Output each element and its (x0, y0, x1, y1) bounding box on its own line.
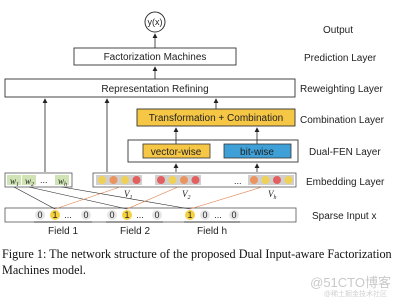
vector-wise-label: vector-wise (151, 147, 202, 158)
embedding-dot (284, 176, 293, 184)
figure-caption: Figure 1: The network structure of the p… (2, 247, 392, 277)
sparse-inactive-cell (81, 210, 91, 220)
sparse-inactive-cell (200, 210, 210, 220)
embedding-dot (132, 176, 141, 184)
embedding-dot (191, 176, 200, 184)
conn-f1-v1 (54, 186, 121, 210)
sparse-cells (35, 210, 239, 220)
sparse-g1-c: 0 (83, 210, 88, 220)
layer-combination-label: Combination Layer (300, 115, 385, 126)
sparse-g3-a: 1 (187, 210, 192, 220)
sparse-g1-a: 0 (37, 210, 42, 220)
embedding-cells (96, 175, 294, 185)
weight-cell-2 (22, 175, 36, 185)
embedding-group-3 (248, 175, 294, 185)
output-node (144, 11, 166, 33)
sparse-g2-a: 0 (109, 210, 114, 220)
embedding-dot (98, 176, 106, 184)
embedding-group-1 (96, 175, 142, 185)
layer-prediction-label: Prediction Layer (304, 53, 377, 64)
watermark-secondary: @稀土掘金技术社区 (323, 291, 387, 298)
layer-embedding-label: Embedding Layer (306, 177, 385, 188)
sparse-inactive-cell (107, 210, 117, 220)
embedding-dot (250, 176, 258, 184)
sparse-g3-dots: ... (214, 210, 222, 220)
embedding-dot (121, 176, 129, 184)
field-h-label: Field h (197, 226, 227, 237)
sparse-g3-c: 0 (231, 210, 236, 220)
refining-box-label: Representation Refining (101, 84, 208, 95)
weight-w2: w2 (25, 176, 34, 188)
sparse-container (4, 207, 297, 223)
bit-wise-box (223, 143, 292, 159)
sparse-inactive-cell (229, 210, 239, 220)
embedding-dot (157, 176, 165, 184)
layer-dualfen-label: Dual-FEN Layer (309, 147, 381, 158)
sparse-inactive-cell (35, 210, 45, 220)
watermark: @51CTO博客 (310, 275, 391, 290)
weight-wh: wh (58, 176, 67, 188)
bit-wise-label: bit-wise (240, 147, 274, 158)
vector-vh: Vh (268, 189, 277, 201)
embedding-dot (261, 176, 270, 184)
sparse-active-cell (50, 210, 60, 220)
embedding-dot (168, 176, 177, 184)
conn-fh-vh (189, 186, 263, 210)
fm-box (73, 47, 237, 66)
weight-dots: ... (40, 175, 48, 185)
layer-sparse-label: Sparse Input x (312, 211, 376, 222)
conn-f1-w1 (13, 186, 56, 210)
embedding-dot (180, 176, 188, 184)
conn-f2-v2 (126, 186, 179, 210)
conn-fh-wh (61, 186, 191, 210)
weight-w1: w1 (10, 176, 19, 188)
transform-box-label: Transformation + Combination (149, 113, 283, 124)
sparse-inactive-cell (152, 210, 162, 220)
weight-cell-h (55, 175, 69, 185)
sparse-g1-dots: ... (64, 210, 72, 220)
conn-f2-w2 (28, 186, 128, 210)
field-2-label: Field 2 (120, 226, 150, 237)
sparse-g1-b: 1 (52, 210, 57, 220)
embedding-dots: ... (234, 176, 242, 186)
output-node-label: y(x) (148, 17, 163, 27)
vector-wise-box (142, 143, 211, 159)
vector-v2: V2 (182, 189, 191, 201)
layer-reweighting-label: Reweighting Layer (300, 84, 383, 95)
sparse-g2-b: 1 (124, 210, 129, 220)
sparse-g2-c: 0 (154, 210, 159, 220)
embedding-dot (109, 176, 118, 184)
layer-output-label: Output (323, 25, 353, 36)
sparse-active-cell (185, 210, 195, 220)
sparse-g3-b: 0 (202, 210, 207, 220)
weight-cell-1 (7, 175, 21, 185)
sparse-active-cell (122, 210, 132, 220)
sparse-g2-dots: ... (136, 210, 144, 220)
fm-box-label: Factorization Machines (104, 52, 207, 63)
embedding-dot (273, 176, 281, 184)
field-1-label: Field 1 (48, 226, 78, 237)
vector-v1: V1 (124, 189, 133, 201)
embedding-group-2 (155, 175, 201, 185)
refining-box (4, 78, 296, 98)
